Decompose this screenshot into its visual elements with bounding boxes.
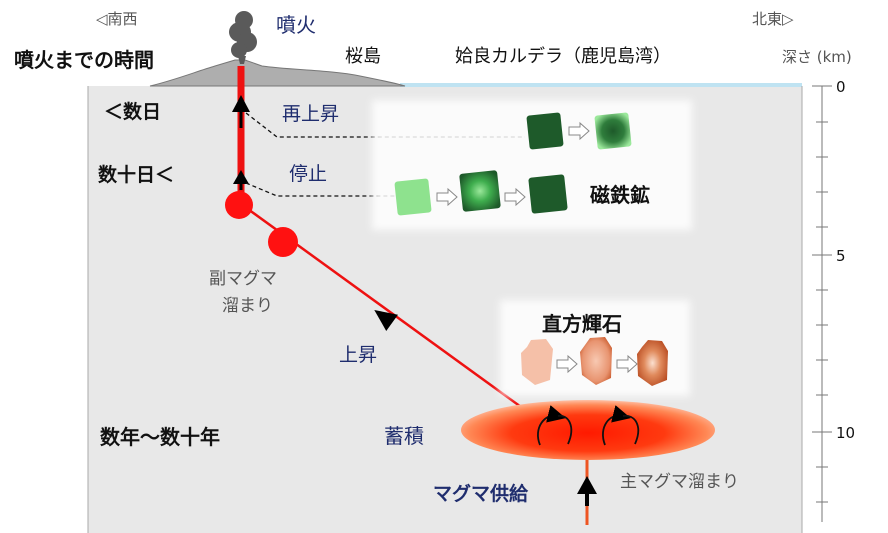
sakurajima-terrain xyxy=(149,59,406,87)
time-to-eruption-title: 噴火までの時間 xyxy=(14,48,154,72)
sub-reservoir-blob-2 xyxy=(268,227,298,257)
sub-reservoir-label-line1: 副マグマ xyxy=(209,269,277,289)
eruption-plume xyxy=(229,11,257,64)
supply-arrow xyxy=(577,476,597,506)
time-label-years: 数年〜数十年 xyxy=(100,425,220,449)
depth-axis xyxy=(812,85,832,522)
depth-tick-10: 10 xyxy=(836,424,855,442)
magnetite-crystal-dark xyxy=(528,174,568,214)
orthopyroxene-panel xyxy=(500,300,690,396)
sub-reservoir-blob-1 xyxy=(225,191,253,219)
ascent-arrow-diagonal xyxy=(374,309,398,331)
process-ascent: 上昇 xyxy=(339,344,377,366)
time-label-days: ＜数日 xyxy=(104,100,161,123)
depth-tick-5: 5 xyxy=(836,247,846,265)
process-re-ascent: 再上昇 xyxy=(282,103,339,125)
depth-tick-0: 0 xyxy=(836,78,846,96)
leader-stop xyxy=(245,182,395,197)
process-stop: 停止 xyxy=(289,163,327,185)
time-label-tens-of-days: 数十日＜ xyxy=(98,163,174,186)
sub-reservoir-label-line2: 溜まり xyxy=(222,296,273,316)
sakurajima-label: 桜島 xyxy=(345,46,381,67)
arrow-right-icon xyxy=(436,187,458,207)
magnetite-panel xyxy=(372,100,692,230)
aira-caldera-label: 姶良カルデラ（鹿児島湾） xyxy=(455,46,671,67)
ascent-arrow-top xyxy=(232,95,250,128)
magnetite-crystal-mid xyxy=(459,170,501,212)
eruption-label: 噴火 xyxy=(276,13,316,37)
arrow-right-icon xyxy=(568,121,590,141)
main-reservoir xyxy=(461,400,715,460)
arrow-right-icon xyxy=(556,354,578,374)
convection-arrows xyxy=(537,405,640,446)
arrow-right-icon xyxy=(504,187,526,207)
sea-surface xyxy=(400,83,802,87)
orthopyroxene-label: 直方輝石 xyxy=(542,312,622,336)
ascent-arrow-stop xyxy=(233,170,249,190)
opx-crystal-light xyxy=(521,339,553,385)
process-accumulation: 蓄積 xyxy=(384,424,424,448)
depth-axis-label: 深さ (km) xyxy=(782,48,852,66)
magnetite-crystal-rim xyxy=(594,112,632,150)
process-magma-supply: マグマ供給 xyxy=(433,482,529,505)
magnetite-crystal-light xyxy=(394,178,432,216)
main-reservoir-label: 主マグマ溜まり xyxy=(620,472,739,492)
opx-crystal-mid xyxy=(580,337,612,385)
direction-northeast: 北東▷ xyxy=(752,10,794,28)
magnetite-label: 磁鉄鉱 xyxy=(590,183,650,207)
opx-crystal-dark xyxy=(637,340,668,386)
magnetite-crystal-dark xyxy=(526,112,564,150)
arrow-right-icon xyxy=(616,354,638,374)
direction-southwest: ◁南西 xyxy=(96,10,138,28)
